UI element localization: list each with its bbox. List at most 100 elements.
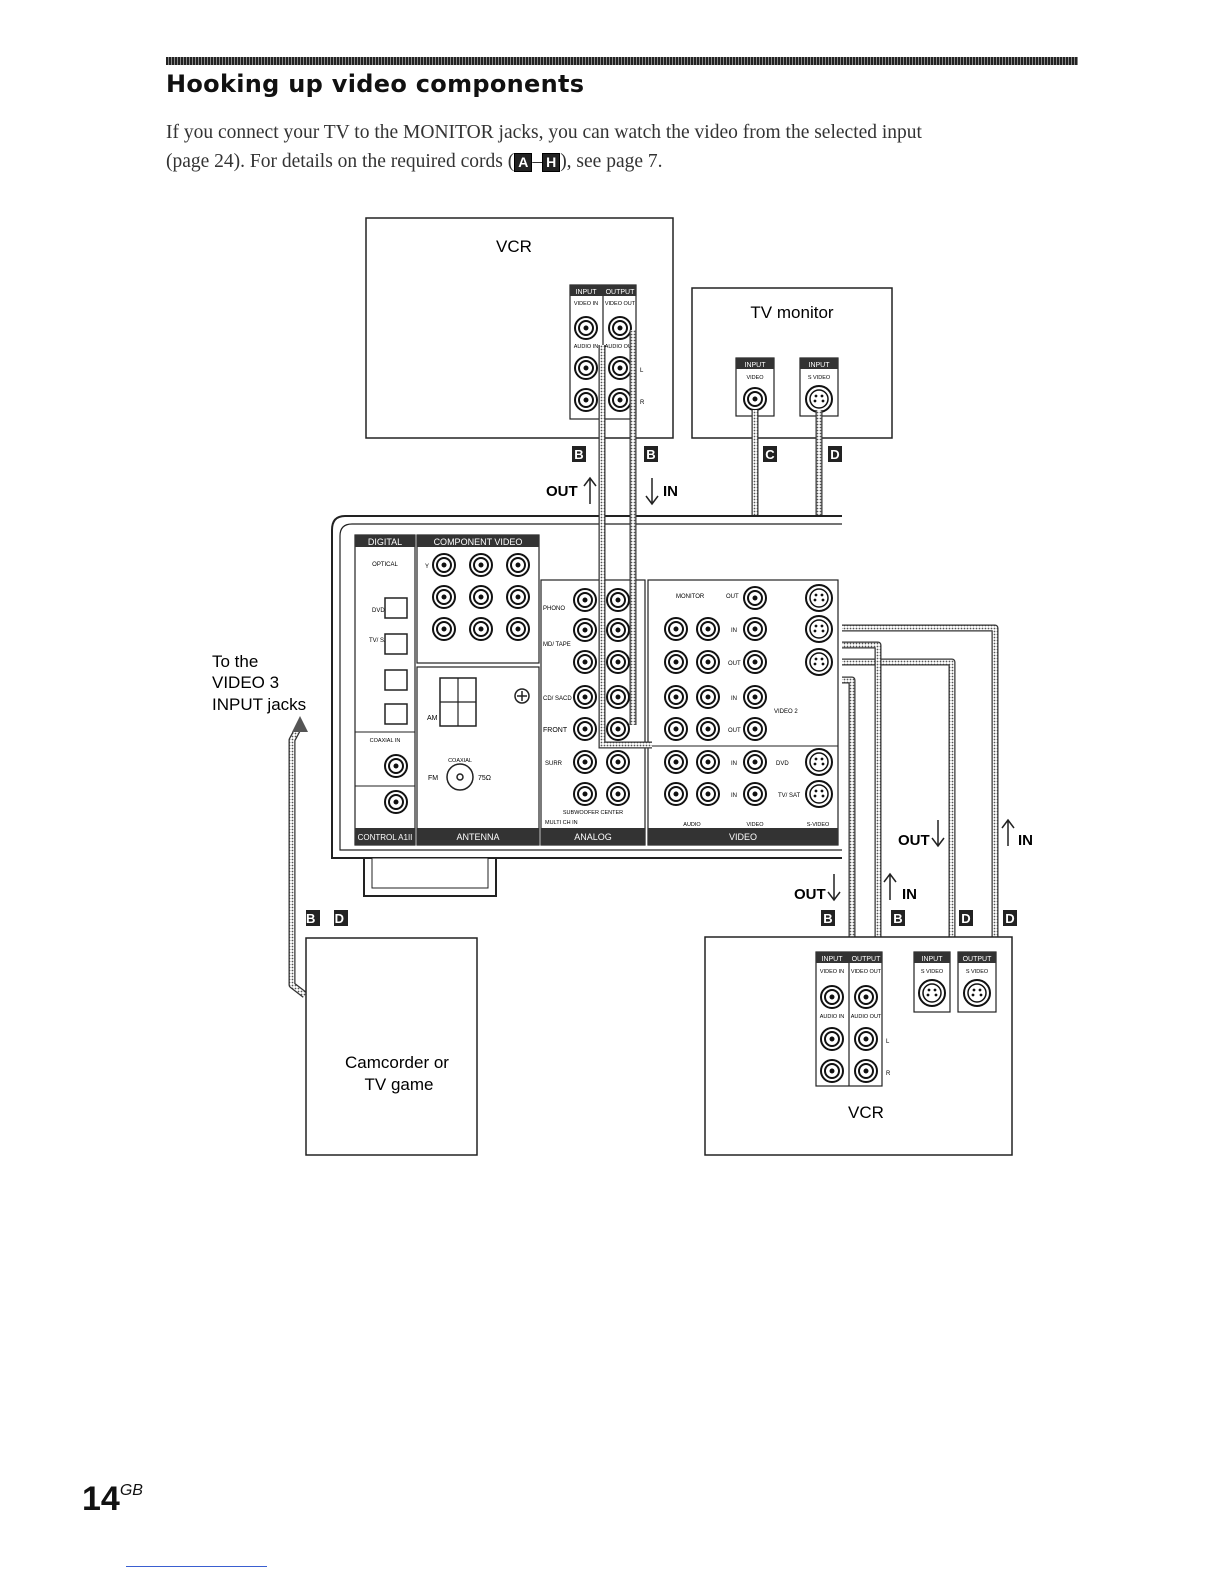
tag-b-1: B — [574, 447, 583, 462]
dvd-svideo-jack — [805, 748, 833, 776]
md-out-l-jack — [573, 650, 597, 674]
cd-sacd-label: CD/ SACD — [543, 696, 572, 702]
vcr-top-video-out-jack — [608, 316, 632, 340]
comp-jack-6 — [506, 585, 530, 609]
vcr-bottom-video-in-jack — [820, 985, 844, 1009]
md-out-r-jack — [606, 650, 630, 674]
am-label: AM — [427, 715, 438, 722]
coaxial-in-jack — [384, 754, 408, 778]
vcr-top-audio-out-l-jack — [608, 356, 632, 380]
comp-jack-2 — [469, 553, 493, 577]
tvsat-l-jack — [664, 782, 688, 806]
side-note-line-2: VIDEO 3 — [212, 673, 279, 692]
tv-input-tag-2: INPUT — [809, 362, 831, 369]
flow-in-bottom: IN — [902, 886, 917, 903]
vcr-bottom-svideo-in-jack — [918, 979, 946, 1007]
digital-tag: DIGITAL — [368, 537, 402, 547]
vcr-bottom-sv-output-tag: OUTPUT — [963, 956, 993, 963]
vcr-bottom-sv-in-label: S VIDEO — [921, 969, 944, 975]
header-rule — [166, 57, 1078, 65]
receiver-rear-panel: DIGITAL OPTICAL DVD TV/ SAT COAXIAL IN C… — [331, 515, 842, 897]
vcr-bottom-input-tag: INPUT — [822, 956, 844, 963]
intro-line-2-start: (page 24). For details on the required c… — [166, 151, 515, 172]
intro-line-2-end: ), see page 7. — [560, 151, 663, 172]
vcr-top-label: VCR — [496, 237, 532, 256]
footer-line — [126, 1566, 267, 1567]
side-note-line-3: INPUT jacks — [212, 695, 306, 714]
subwoofer-jack — [573, 782, 597, 806]
tag-b-2: B — [646, 447, 655, 462]
vcr-bottom-output-tag: OUTPUT — [852, 956, 882, 963]
v1-out-video-jack — [743, 650, 767, 674]
coaxial-label: COAXIAL — [448, 758, 472, 764]
camcorder-box: Camcorder or TV game — [305, 937, 478, 1156]
optical-tvsat: TV/ SAT — [369, 638, 392, 644]
monitor-label: MONITOR — [676, 594, 705, 600]
comp-jack-4 — [432, 585, 456, 609]
phono-r-jack — [606, 588, 630, 612]
intro-paragraph: If you connect your TV to the MONITOR ja… — [166, 118, 1066, 176]
fm-label: FM — [428, 775, 438, 782]
flow-out-right: OUT — [898, 832, 930, 849]
vcr-bottom-audio-out-r-jack — [854, 1059, 878, 1083]
v1-in-video-jack — [743, 617, 767, 641]
dvd-label: DVD — [776, 761, 789, 767]
video-col-label: VIDEO — [746, 822, 764, 828]
v2-out-video-jack — [743, 717, 767, 741]
video3-arrow — [292, 716, 308, 732]
v1-in-r-jack — [696, 617, 720, 641]
flow-in-right: IN — [1018, 832, 1033, 849]
tvsat-svideo-jack — [805, 780, 833, 808]
comp-jack-1 — [432, 553, 456, 577]
v1-out-svideo-jack — [805, 648, 833, 676]
section-heading: Hooking up video components — [166, 70, 585, 98]
cord-a-badge: A — [514, 153, 533, 172]
optical-label: OPTICAL — [372, 562, 398, 568]
vcr-top-video-in-jack — [574, 316, 598, 340]
md-tape-label: MD/ TAPE — [543, 642, 571, 648]
vcr-bottom-video-in: VIDEO IN — [820, 969, 844, 975]
flow-out-bottom: OUT — [794, 886, 826, 903]
comp-jack-9 — [506, 617, 530, 641]
phono-l-jack — [573, 588, 597, 612]
front-r-jack — [606, 717, 630, 741]
vcr-bottom-label: VCR — [848, 1103, 884, 1122]
vcr-bottom: VCR INPUT OUTPUT VIDEO IN VIDEO OUT AUDI… — [704, 936, 1013, 1156]
surr-r-jack — [606, 750, 630, 774]
vcr-bottom-video-out-jack — [854, 985, 878, 1009]
dvd-in-label: IN — [731, 761, 737, 767]
v1-out-label: OUT — [728, 661, 741, 667]
camcorder-line-1: Camcorder or — [345, 1053, 449, 1072]
v2-in-l-jack — [664, 685, 688, 709]
v2-in-r-jack — [696, 685, 720, 709]
video2-label: VIDEO 2 — [774, 709, 798, 715]
v2-in-video-jack — [743, 685, 767, 709]
top-cord-tags: B B C D OUT IN — [546, 446, 842, 506]
page-number-suffix: GB — [119, 1482, 143, 1499]
vcr-bottom-audio-in-l-jack — [820, 1027, 844, 1051]
tag-b-4: B — [893, 911, 902, 926]
vcr-bottom-sv-input-tag: INPUT — [922, 956, 944, 963]
tag-c: C — [765, 447, 775, 462]
surr-label: SURR — [545, 761, 563, 767]
tv-s-video-label: S VIDEO — [808, 375, 831, 381]
cd-r-jack — [606, 685, 630, 709]
page-number-value: 14 — [82, 1480, 120, 1518]
front-l-jack — [573, 717, 597, 741]
tvsat-r-jack — [696, 782, 720, 806]
monitor-out-label: OUT — [726, 594, 739, 600]
vcr-bottom-l: L — [886, 1039, 890, 1045]
vcr-top-r: R — [640, 400, 645, 406]
analog-tag: ANALOG — [574, 832, 612, 842]
tv-video-jack — [743, 387, 767, 411]
front-label: FRONT — [543, 727, 568, 734]
vcr-top-audio-in: AUDIO IN — [574, 344, 598, 350]
monitor-svideo-out-jack — [805, 584, 833, 612]
antenna-tag: ANTENNA — [456, 832, 499, 842]
vcr-top-output-tag: OUTPUT — [606, 289, 636, 296]
tag-b-d: B, D — [306, 911, 348, 926]
center-jack — [606, 782, 630, 806]
v2-in-label: IN — [731, 696, 737, 702]
phono-label: PHONO — [543, 606, 565, 612]
vcr-top-audio-in-l-jack — [574, 356, 598, 380]
